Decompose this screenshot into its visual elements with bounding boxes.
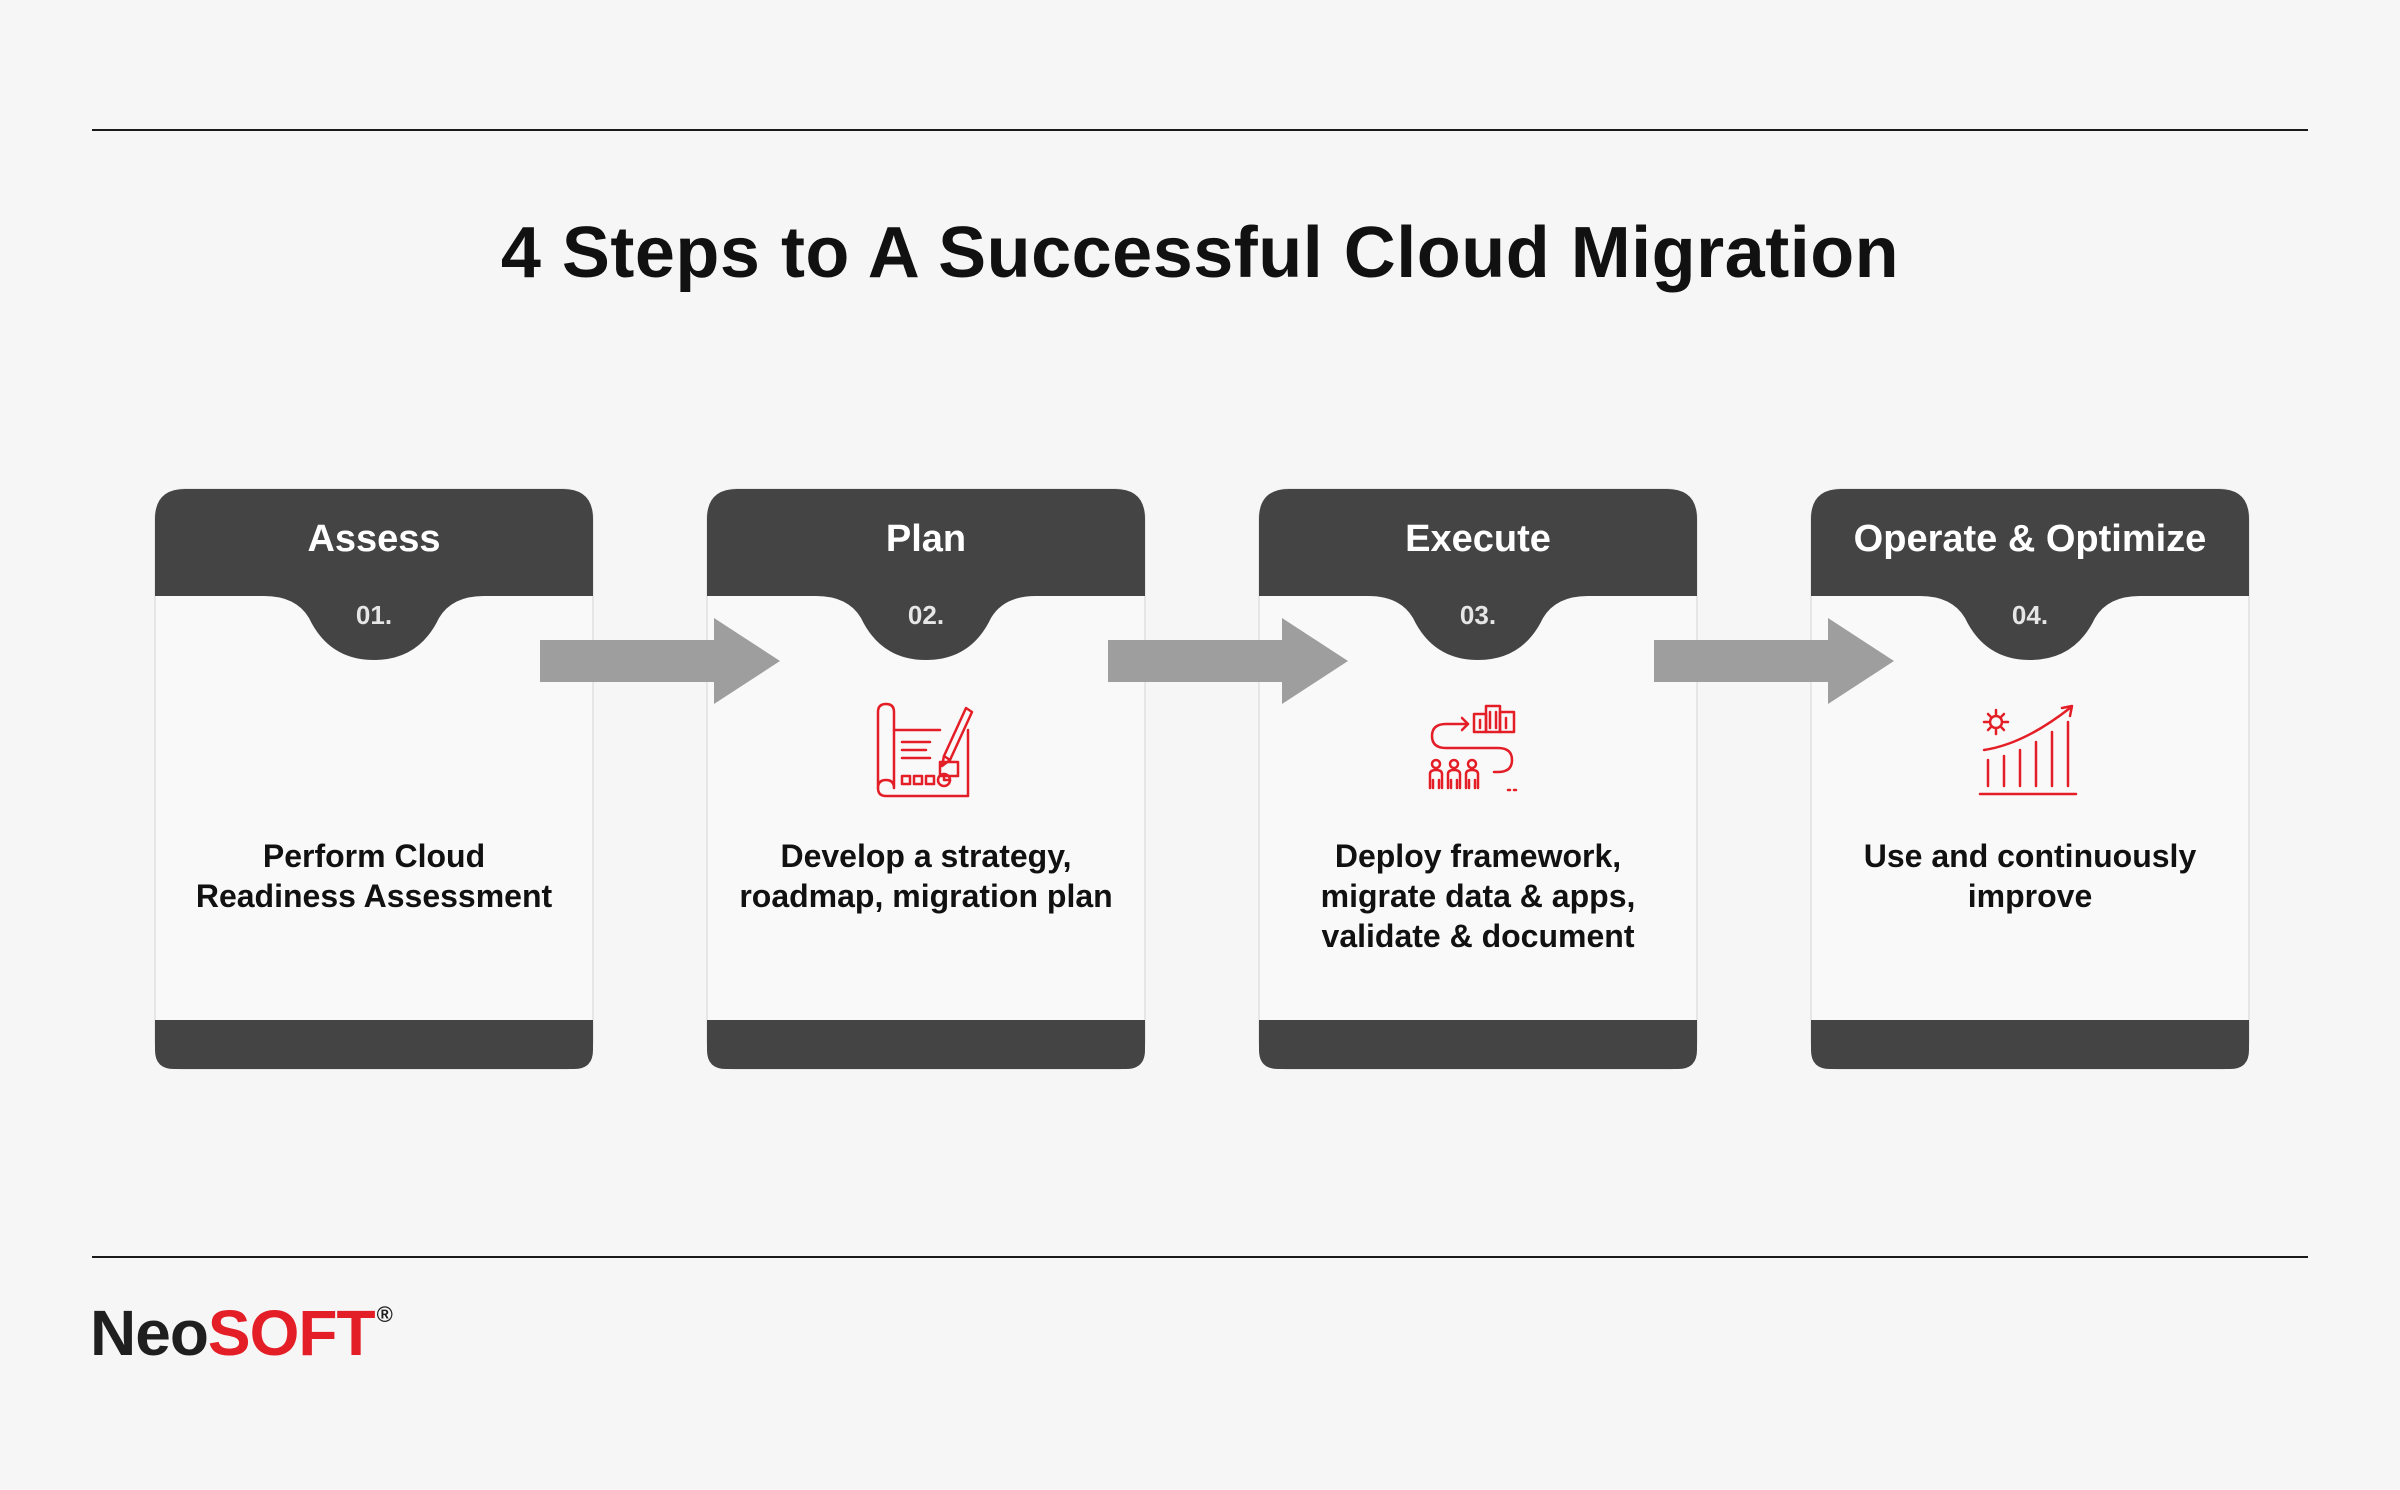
arrow-right-icon bbox=[1108, 618, 1348, 704]
bottom-divider bbox=[92, 1256, 2308, 1258]
top-divider bbox=[92, 129, 2308, 131]
step-description-4: Use and continuously improve bbox=[1863, 838, 2197, 914]
neosoft-logo: NeoSOFT® bbox=[90, 1296, 393, 1370]
migration-flow-icon bbox=[1428, 704, 1518, 792]
logo-neo: Neo bbox=[90, 1297, 209, 1369]
logo-registered: ® bbox=[376, 1302, 393, 1327]
step-title-1: Assess bbox=[307, 518, 441, 560]
card-shape bbox=[154, 488, 594, 1070]
step-number-2: 02. bbox=[907, 600, 945, 630]
step-description-2: Develop a strategy, roadmap, migration p… bbox=[739, 838, 1113, 914]
page-title: 4 Steps to A Successful Cloud Migration bbox=[500, 213, 1900, 293]
blueprint-icon bbox=[876, 702, 974, 798]
step-number-3: 03. bbox=[1459, 600, 1497, 630]
step-number-1: 01. bbox=[355, 600, 393, 630]
arrow-right-icon bbox=[1654, 618, 1894, 704]
arrow-right-icon bbox=[540, 618, 780, 704]
growth-chart-icon bbox=[1978, 704, 2078, 796]
step-title-3: Execute bbox=[1405, 518, 1551, 560]
step-title-2: Plan bbox=[885, 518, 967, 560]
step-number-4: 04. bbox=[2011, 600, 2049, 630]
step-title-4: Operate & Optimize bbox=[1853, 518, 2207, 560]
step-description-1: Perform Cloud Readiness Assessment bbox=[195, 838, 553, 914]
logo-soft: SOFT bbox=[207, 1297, 376, 1369]
step-description-3: Deploy framework, migrate data & apps, v… bbox=[1320, 838, 1636, 954]
